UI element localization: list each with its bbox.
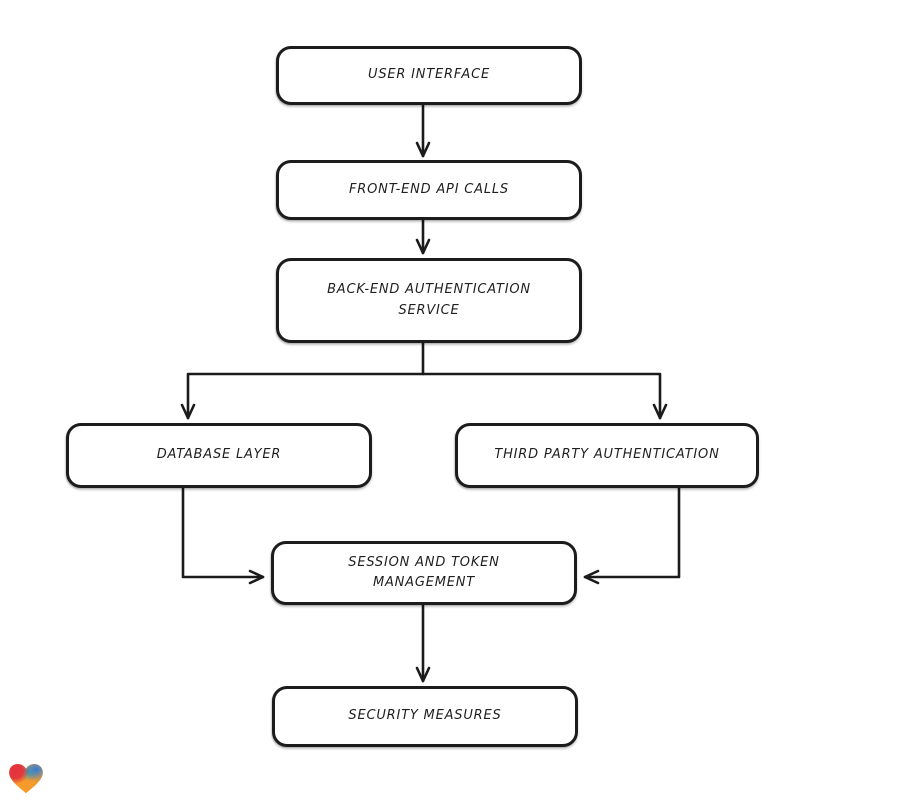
node-label: SECURITY MEASURES bbox=[348, 708, 502, 724]
node-back-end-authentication-service[interactable]: BACK-END AUTHENTICATION SERVICE bbox=[276, 258, 582, 343]
arrowhead-left-icon bbox=[583, 569, 600, 585]
edge-back-end-to-database[interactable] bbox=[180, 341, 425, 420]
edge-third-party-to-session[interactable] bbox=[583, 486, 681, 585]
node-session-and-token-management[interactable]: SESSION AND TOKEN MANAGEMENT bbox=[271, 541, 577, 605]
node-front-end-api-calls[interactable]: FRONT-END API CALLS bbox=[276, 160, 582, 220]
edge-line bbox=[421, 372, 662, 420]
node-label: USER INTERFACE bbox=[368, 67, 490, 83]
edge-line bbox=[186, 341, 425, 420]
edge-line bbox=[583, 486, 681, 579]
edge-session-to-security[interactable] bbox=[415, 603, 431, 683]
node-security-measures[interactable]: SECURITY MEASURES bbox=[272, 686, 578, 747]
node-label: BACK-END AUTHENTICATION SERVICE bbox=[327, 282, 531, 318]
arrowhead-down-icon bbox=[652, 403, 668, 420]
edge-line bbox=[181, 486, 265, 579]
heart-logo[interactable] bbox=[7, 762, 45, 796]
arrowhead-down-icon bbox=[415, 666, 431, 683]
edge-database-to-session[interactable] bbox=[181, 486, 265, 585]
arrowhead-down-icon bbox=[415, 141, 431, 158]
edge-front-end-to-back-end[interactable] bbox=[415, 218, 431, 255]
node-label: THIRD PARTY AUTHENTICATION bbox=[494, 447, 720, 463]
gradient-heart-icon bbox=[9, 764, 43, 794]
edge-user-interface-to-front-end[interactable] bbox=[415, 103, 431, 158]
arrowhead-down-icon bbox=[415, 238, 431, 255]
arrowhead-right-icon bbox=[248, 569, 265, 585]
node-database-layer[interactable]: DATABASE LAYER bbox=[66, 423, 372, 488]
edge-back-end-to-third-party[interactable] bbox=[421, 372, 668, 420]
node-label: FRONT-END API CALLS bbox=[349, 181, 509, 197]
node-label: DATABASE LAYER bbox=[156, 447, 282, 463]
node-third-party-authentication[interactable]: THIRD PARTY AUTHENTICATION bbox=[455, 423, 759, 488]
node-user-interface[interactable]: USER INTERFACE bbox=[276, 46, 582, 105]
arrowhead-down-icon bbox=[180, 403, 196, 420]
node-label: SESSION AND TOKEN MANAGEMENT bbox=[348, 554, 500, 590]
